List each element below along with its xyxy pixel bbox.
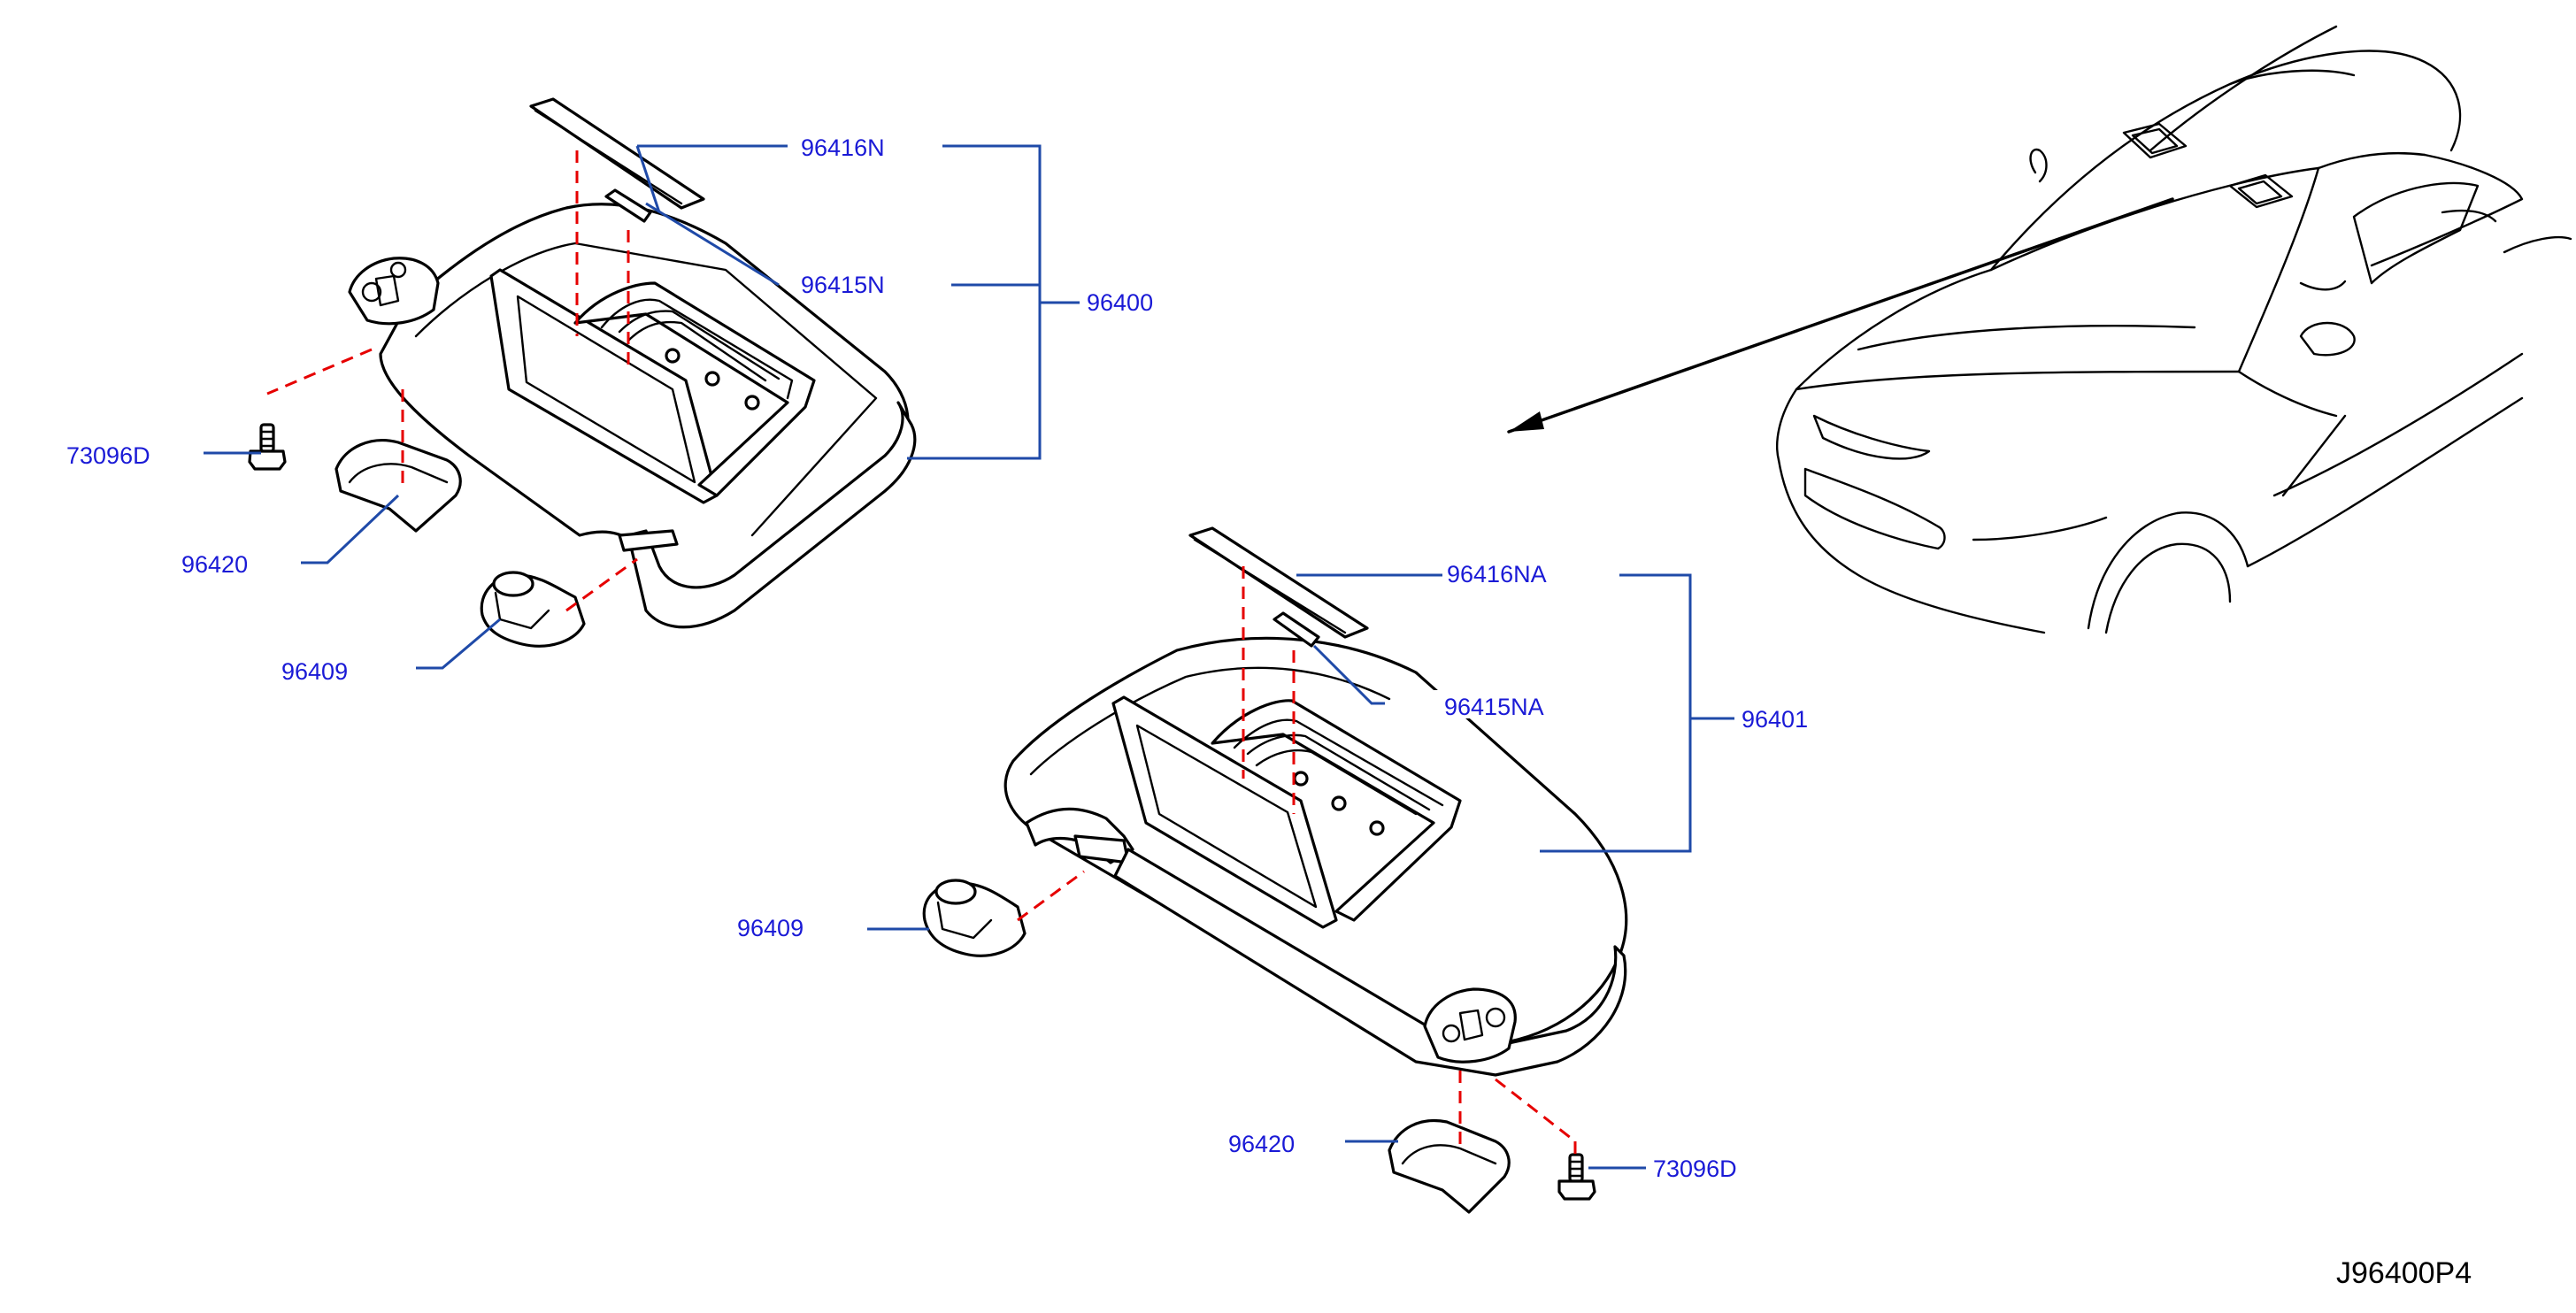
label-96400: 96400	[1087, 289, 1153, 316]
label-96415NA: 96415NA	[1444, 694, 1544, 720]
right-visor-assembly	[867, 526, 1734, 1214]
label-96415N: 96415N	[801, 272, 885, 298]
label-96401: 96401	[1742, 706, 1808, 733]
diagram-code: J96400P4	[2336, 1256, 2472, 1290]
label-96409-left: 96409	[281, 658, 348, 685]
label-73096D-right: 73096D	[1653, 1156, 1737, 1182]
label-96416NA: 96416NA	[1447, 561, 1547, 587]
label-96409-right: 96409	[737, 915, 804, 941]
label-73096D-left: 73096D	[66, 442, 150, 469]
left-visor-assembly	[204, 97, 1080, 673]
car-index-illustration	[1507, 25, 2572, 634]
label-96420-left: 96420	[181, 551, 248, 578]
label-96416N: 96416N	[801, 134, 885, 161]
label-96420-right: 96420	[1228, 1131, 1295, 1157]
